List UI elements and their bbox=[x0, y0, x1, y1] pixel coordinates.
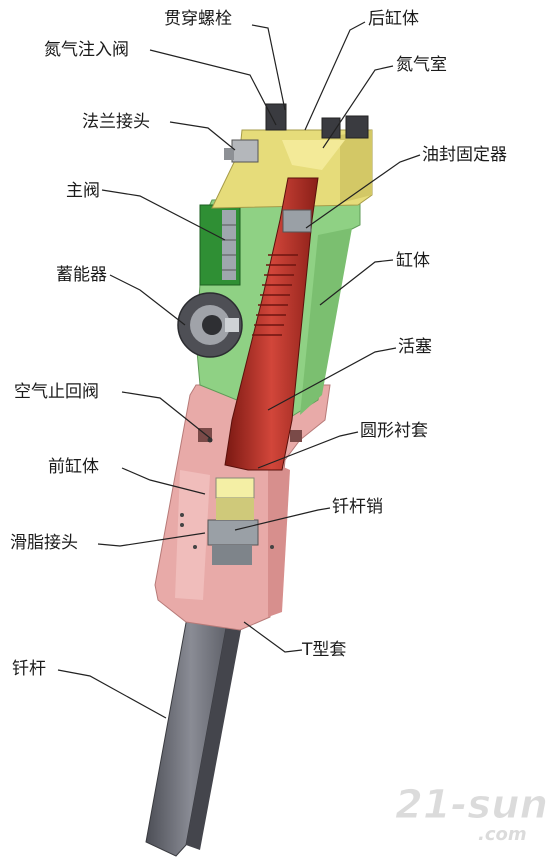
leader-lines bbox=[57, 21, 421, 719]
callout-labels: 贯穿螺栓 后缸体 氮气注入阀 氮气室 法兰接头 油封固定器 主阀 缸体 蓄能器 … bbox=[10, 8, 507, 679]
watermark-main: 21-sun bbox=[395, 782, 548, 828]
label-nitrogen-chamber: 氮气室 bbox=[396, 55, 447, 75]
through-bolt-shapes bbox=[265, 103, 369, 139]
accumulator-shape bbox=[177, 292, 243, 358]
label-oil-seal-retainer: 油封固定器 bbox=[422, 145, 507, 165]
watermark-sub: .com bbox=[478, 824, 527, 845]
rear-cylinder-shape bbox=[211, 129, 373, 209]
label-nitrogen-valve: 氮气注入阀 bbox=[44, 40, 129, 60]
label-accumulator: 蓄能器 bbox=[56, 265, 107, 285]
label-cylinder-body: 缸体 bbox=[396, 250, 430, 271]
watermark: 21-sun .com bbox=[395, 782, 549, 846]
label-main-valve: 主阀 bbox=[66, 181, 100, 201]
piston-shape bbox=[224, 177, 319, 471]
label-air-check-valve: 空气止回阀 bbox=[14, 382, 99, 402]
label-flange-joint: 法兰接头 bbox=[82, 112, 150, 132]
label-chisel-rod: 钎杆 bbox=[12, 659, 46, 679]
label-piston: 活塞 bbox=[398, 337, 432, 357]
label-rod-pin: 钎杆销 bbox=[332, 497, 383, 517]
label-through-bolt: 贯穿螺栓 bbox=[164, 9, 232, 29]
label-round-bushing: 圆形衬套 bbox=[360, 421, 428, 441]
label-grease-fitting: 滑脂接头 bbox=[10, 533, 78, 553]
label-rear-cylinder: 后缸体 bbox=[368, 8, 419, 29]
label-t-sleeve: T型套 bbox=[301, 640, 346, 660]
label-front-cylinder: 前缸体 bbox=[48, 456, 99, 477]
